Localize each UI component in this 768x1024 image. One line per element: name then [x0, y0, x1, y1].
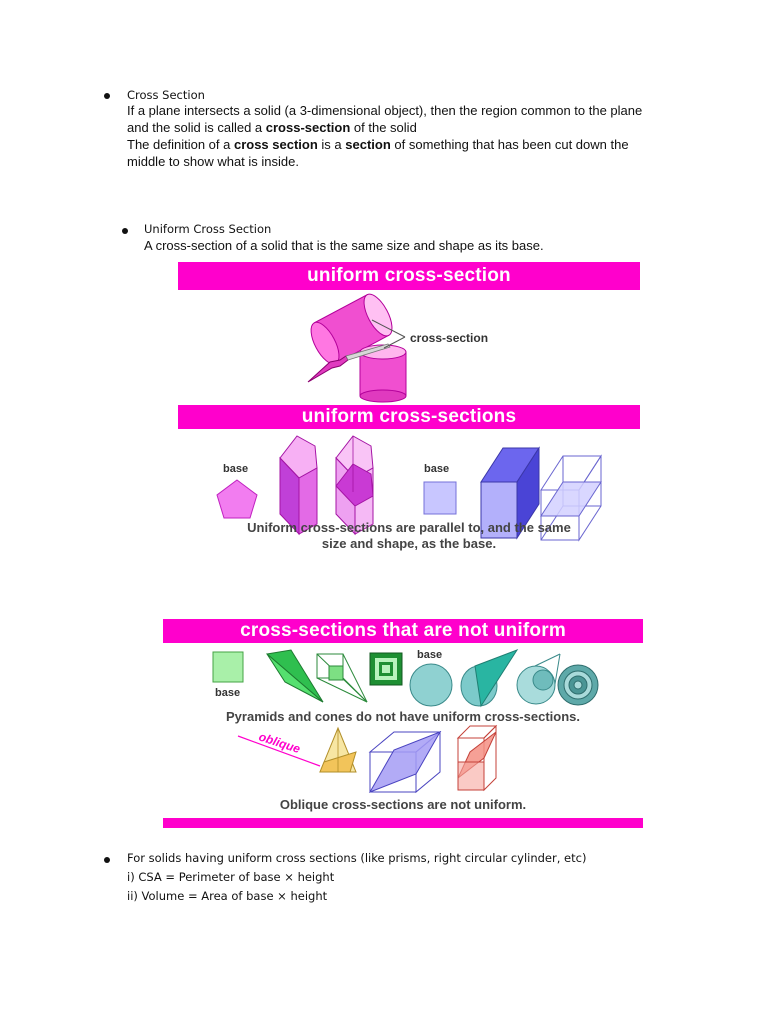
paragraph-line: The definition of a cross section is a s… [127, 137, 629, 152]
label-base-pentagon: base [223, 463, 248, 475]
label-base-square-pyramid: base [215, 687, 240, 699]
bullet-2 [122, 228, 128, 234]
bullet-1 [104, 93, 110, 99]
paragraph-line: and the solid is called a cross-section … [127, 120, 417, 135]
prism-examples: base base [216, 435, 602, 542]
section-heading-cross-section: Cross Section [127, 88, 205, 102]
banner-uniform-cross-sections: uniform cross-sections [178, 405, 640, 429]
label-base-square: base [424, 463, 449, 475]
figure2-caption2: Oblique cross-sections are not uniform. [279, 797, 527, 812]
banner-uniform-cross-section: uniform cross-section [178, 262, 640, 290]
figure1-caption-line2: size and shape, as the base. [321, 536, 497, 551]
figure1-caption-line1: Uniform cross-sections are parallel to, … [247, 520, 571, 535]
section-heading-formulas: For solids having uniform cross sections… [127, 851, 587, 865]
formula-volume: ii) Volume = Area of base × height [127, 889, 328, 903]
paragraph-line: A cross-section of a solid that is the s… [144, 238, 544, 253]
label-base-circle: base [417, 649, 442, 661]
pyramid-cone-examples: base base [212, 648, 599, 708]
figure2-caption1: Pyramids and cones do not have uniform c… [226, 709, 580, 724]
bottom-strip [163, 818, 643, 828]
paragraph-line: If a plane intersects a solid (a 3-dimen… [127, 103, 643, 118]
label-oblique: oblique [257, 730, 302, 757]
paragraph-line: middle to show what is inside. [127, 154, 299, 169]
oblique-examples: oblique [237, 724, 498, 794]
banner-not-uniform: cross-sections that are not uniform [163, 619, 643, 643]
section-heading-uniform: Uniform Cross Section [144, 222, 272, 236]
bullet-3 [104, 857, 110, 863]
formula-csa: i) CSA = Perimeter of base × height [127, 870, 335, 884]
callout-cross-section: cross-section [410, 331, 488, 345]
cylinder-cut-illustration: cross-section [307, 293, 488, 403]
